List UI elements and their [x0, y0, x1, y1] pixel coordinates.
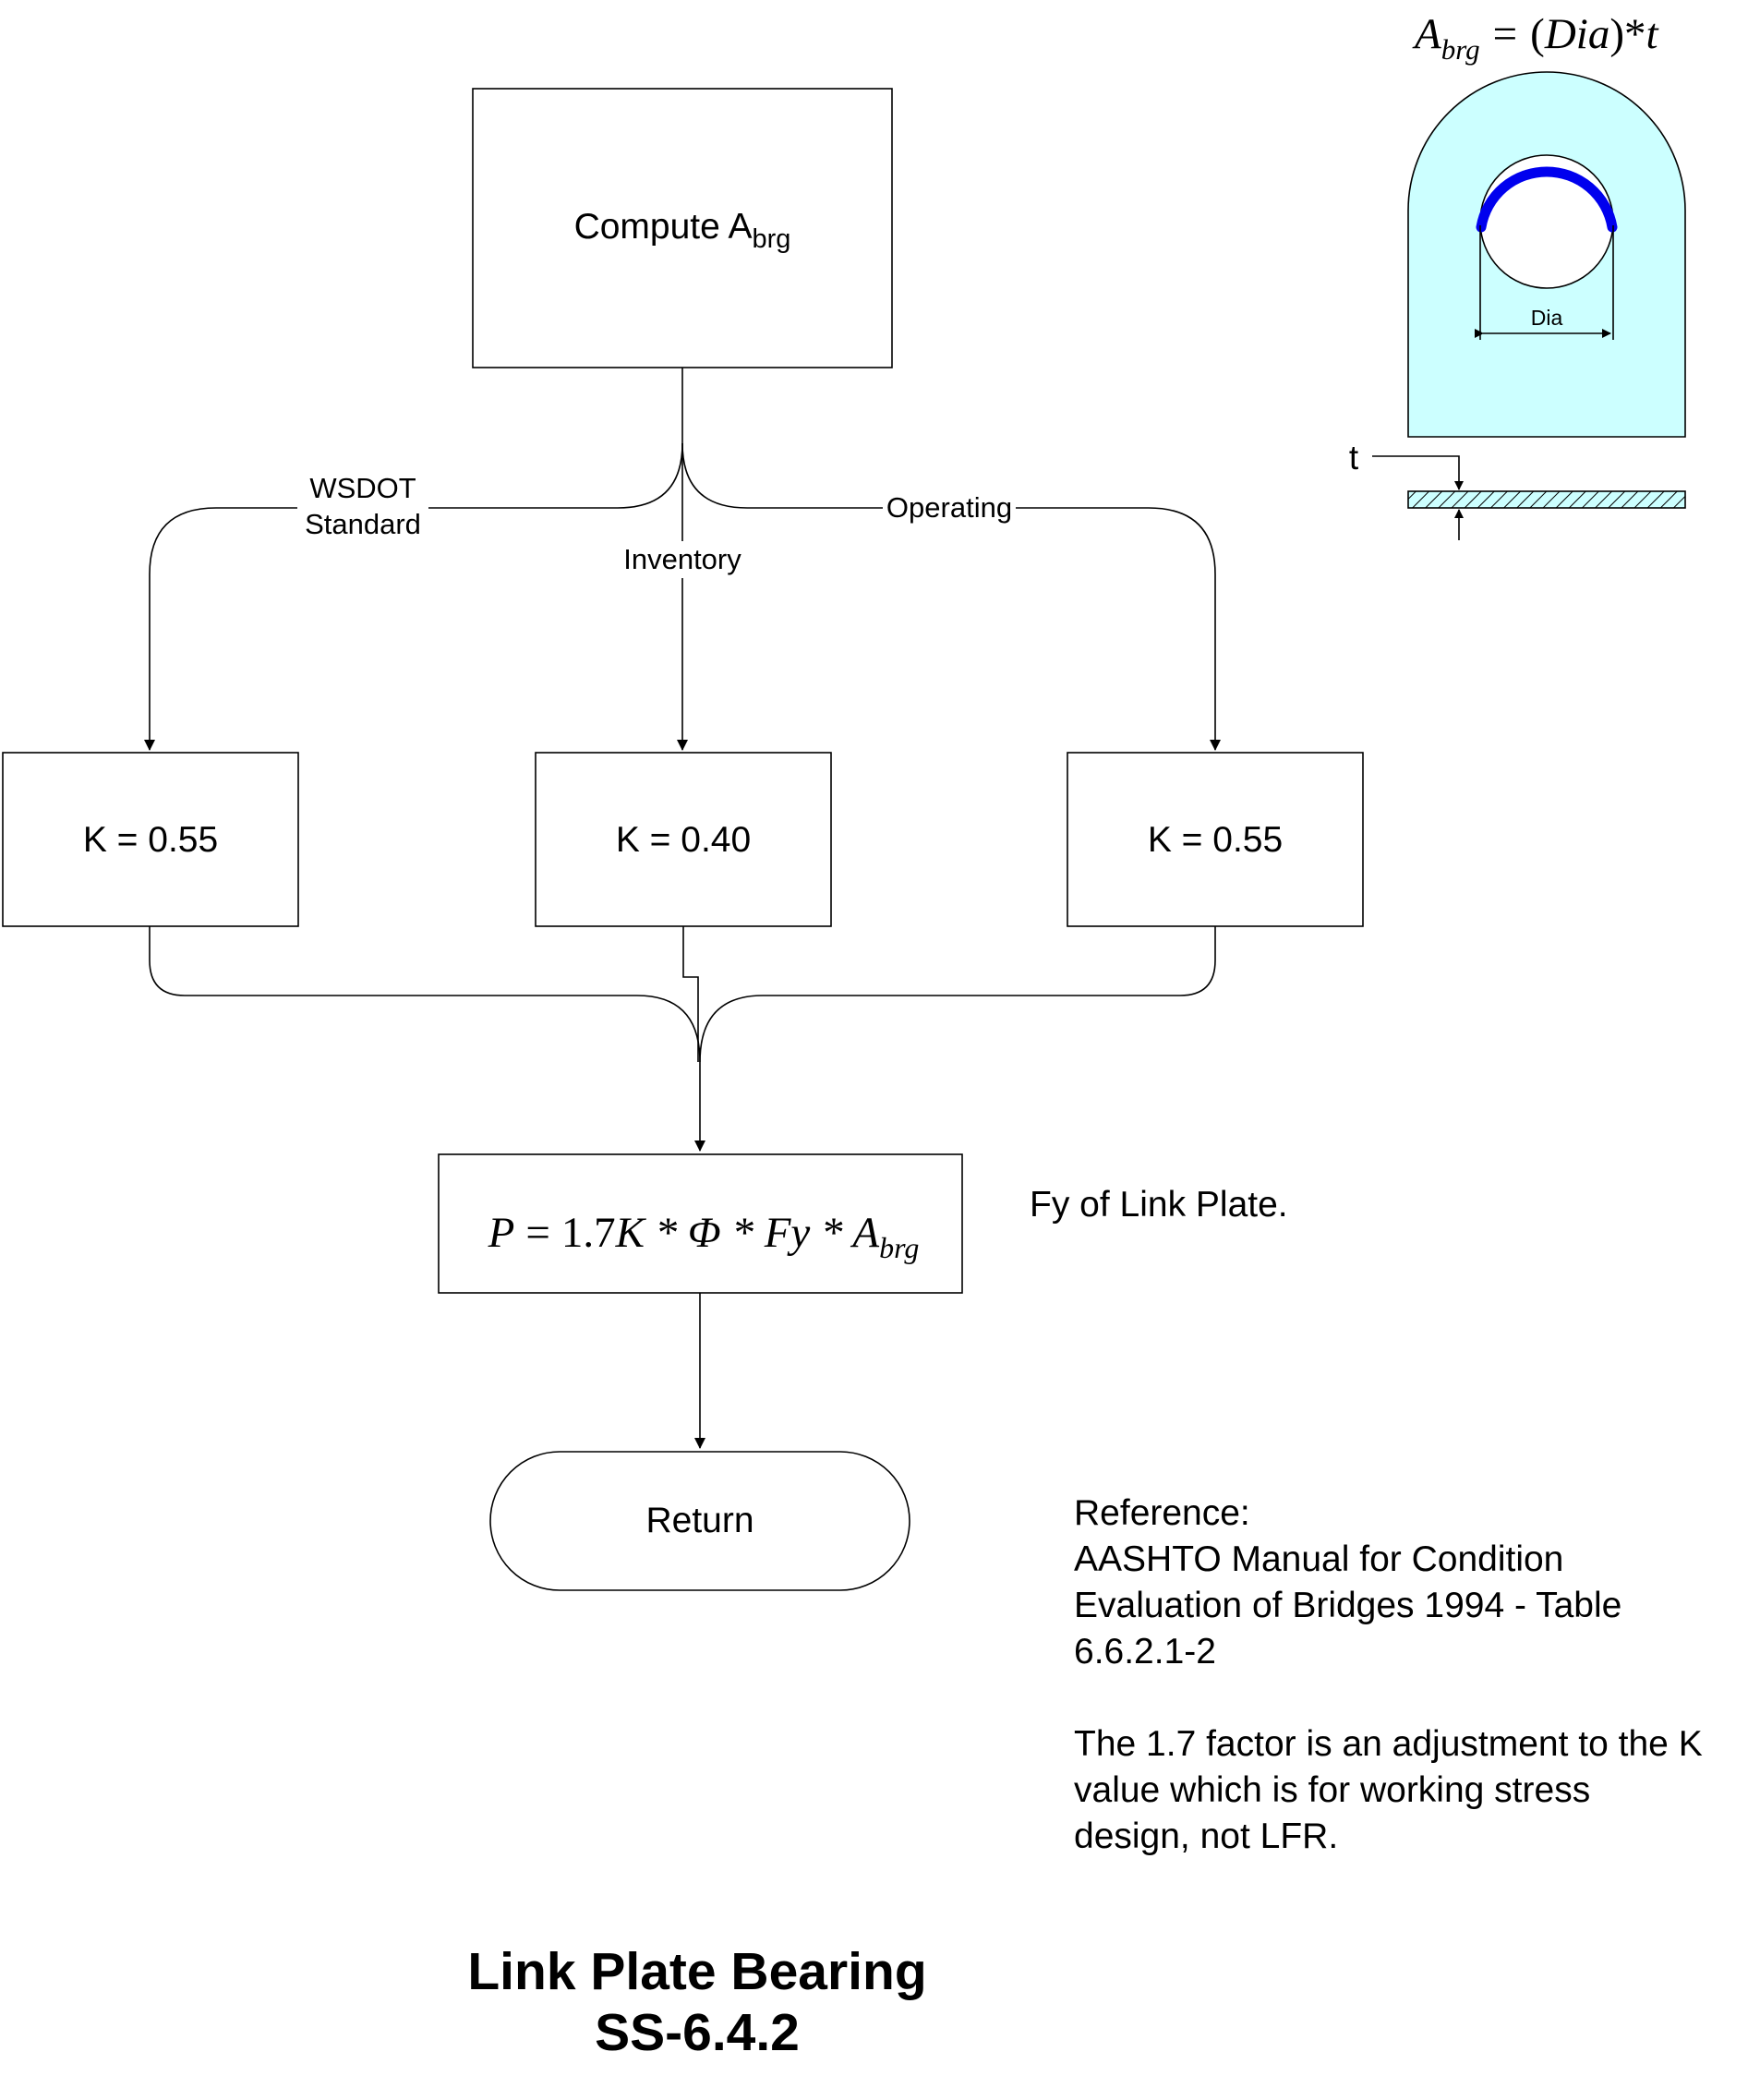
k-box-wsdot-label: K = 0.55 — [83, 820, 218, 860]
reference-line: AASHTO Manual for Condition — [1074, 1539, 1564, 1579]
fy-note: Fy of Link Plate. — [1030, 1185, 1288, 1225]
svg-text:WSDOT: WSDOT — [309, 472, 416, 504]
k-box-wsdot — [2, 752, 299, 927]
reference-line: 6.6.2.1-2 — [1074, 1632, 1216, 1672]
title-line-1: Link Plate Bearing — [467, 1942, 927, 2001]
title-line-2: SS-6.4.2 — [595, 2003, 800, 2062]
svg-text:Inventory: Inventory — [623, 543, 741, 575]
lower-merge-connectors — [149, 926, 1216, 1152]
svg-text:Operating: Operating — [886, 491, 1012, 524]
factor-note-line: The 1.7 factor is an adjustment to the K — [1074, 1724, 1703, 1764]
formula-text: P=1.7K * Φ * Fy * Abrg — [488, 1209, 920, 1264]
k-box-operating — [1067, 752, 1364, 927]
compute-abrg-box — [472, 88, 893, 368]
branch-label-inventory: Inventory — [619, 541, 746, 578]
return-terminator — [489, 1451, 910, 1591]
link-plate-inset: Abrg=(Dia)*t Dia t — [1349, 10, 1686, 540]
branch-label-wsdot-standard: WSDOT Standard — [297, 467, 428, 541]
t-label: t — [1349, 439, 1359, 477]
compute-abrg-label: Compute Abrg — [574, 207, 791, 254]
k-box-inventory-label: K = 0.40 — [616, 820, 751, 860]
bearing-arc — [1476, 166, 1618, 233]
factor-note-line: design, not LFR. — [1074, 1816, 1339, 1856]
dia-label: Dia — [1531, 306, 1563, 330]
svg-text:Standard: Standard — [305, 508, 421, 540]
upper-branch-connectors — [144, 368, 1221, 751]
diagram-title: Link Plate Bearing SS-6.4.2 — [425, 1941, 970, 2063]
branch-label-operating: Operating — [883, 489, 1016, 526]
factor-note-line: value which is for working stress — [1074, 1770, 1591, 1810]
reference-line: Evaluation of Bridges 1994 - Table — [1074, 1586, 1622, 1625]
inset-formula: Abrg=(Dia)*t — [1412, 10, 1658, 66]
plate-thickness-section — [1407, 490, 1686, 509]
t-dimension-leader — [1372, 455, 1464, 490]
reference-note: Reference: AASHTO Manual for Condition E… — [1074, 1491, 1703, 1860]
k-box-operating-label: K = 0.55 — [1148, 820, 1283, 860]
return-label: Return — [645, 1501, 753, 1540]
reference-line: Reference: — [1074, 1493, 1250, 1533]
formula-box — [438, 1153, 963, 1294]
